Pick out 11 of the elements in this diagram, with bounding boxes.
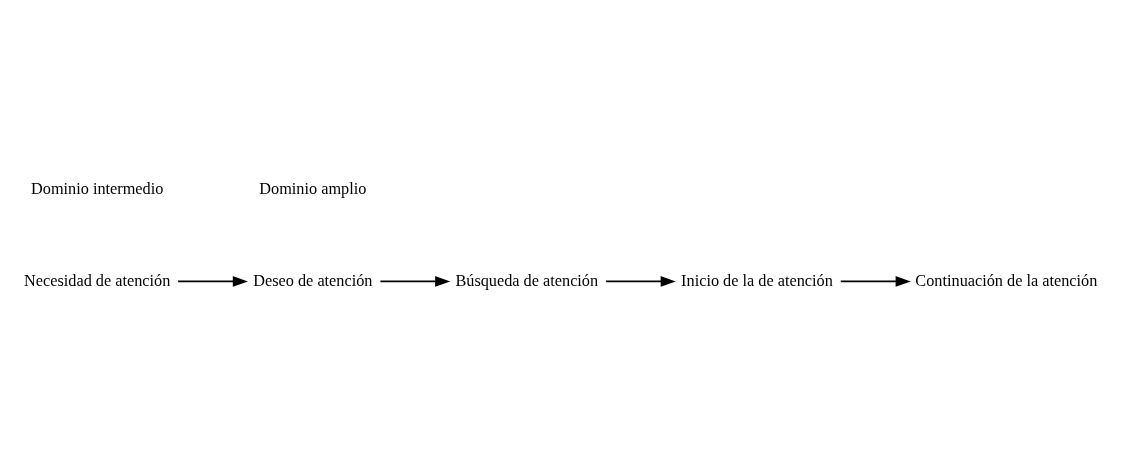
node-text: Búsqueda de atención	[455, 271, 599, 290]
arrow	[605, 275, 676, 287]
arrow	[177, 275, 248, 287]
arrow	[839, 275, 911, 287]
node-text: Necesidad de atención	[24, 271, 171, 290]
label: Dominio intermedio	[31, 179, 164, 198]
node-text: Continuación de la atención	[915, 271, 1098, 290]
arrow	[379, 275, 451, 287]
node-text: Deseo de atención	[253, 271, 373, 290]
label: Dominio amplio	[259, 179, 367, 198]
node-text: Inicio de la de atención	[681, 271, 833, 290]
